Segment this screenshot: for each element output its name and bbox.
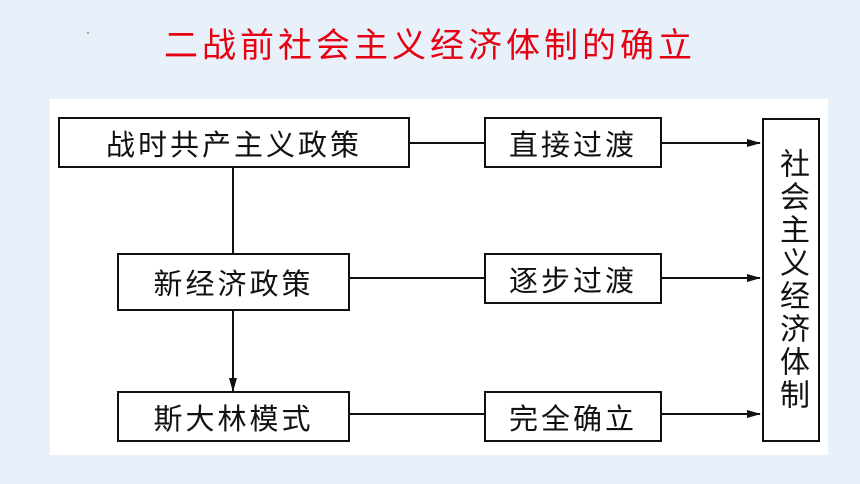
node-label: 完全确立 [508,401,637,436]
node-nep: 新经济政策 [117,253,350,311]
node-complete-establishment: 完全确立 [484,391,662,442]
decorative-dot [87,32,89,34]
node-label: 战时共产主义政策 [105,127,362,162]
node-label: 新经济政策 [153,267,314,301]
node-stalin-model: 斯大林模式 [117,391,350,442]
node-gradual-transition: 逐步过渡 [484,253,662,304]
node-label: 逐步过渡 [508,263,637,298]
node-war-communism: 战时共产主义政策 [58,117,410,168]
node-label: 直接过渡 [508,127,637,162]
node-direct-transition: 直接过渡 [484,117,662,168]
node-socialist-economic-system: 社会主义经济体制 [762,118,820,442]
node-label: 社会主义经济体制 [774,148,809,412]
page-title: 二战前社会主义经济体制的确立 [164,26,696,66]
node-label: 斯大林模式 [153,401,314,436]
